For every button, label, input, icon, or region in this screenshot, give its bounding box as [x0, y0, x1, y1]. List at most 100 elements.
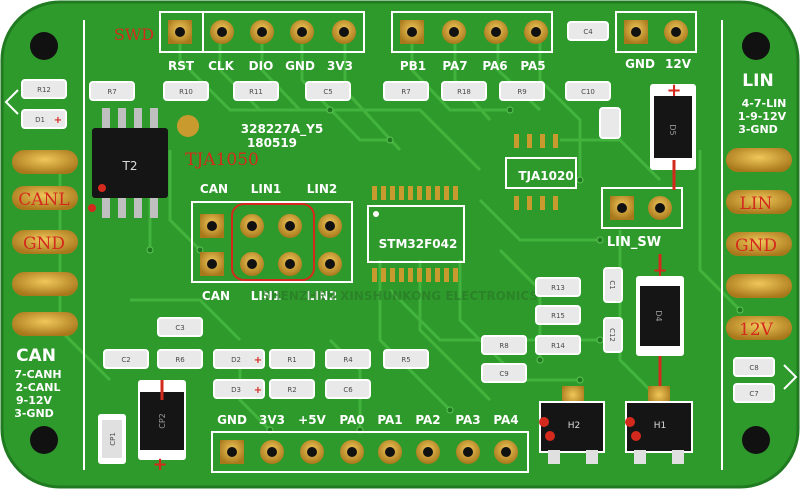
c5-label: C5 — [323, 88, 332, 96]
r2-label: R2 — [287, 386, 296, 394]
cp-capacitors: + — [98, 380, 186, 475]
lin-sw-label: LIN_SW — [607, 235, 661, 250]
bottom-pin-pa3: PA3 — [455, 413, 480, 427]
cp1-label: CP1 — [109, 432, 117, 446]
swd-pin-gnd: GND — [285, 59, 315, 73]
bottom-header-labels: GND 3V3 +5V PA0 PA1 PA2 PA3 PA4 — [217, 413, 519, 427]
can-pinout-1: 7-CANH — [14, 368, 61, 381]
h1-regulator — [625, 386, 693, 464]
smd-components-right — [603, 267, 623, 353]
bottom-pin-pa0: PA0 — [339, 413, 364, 427]
r7-label-left: R7 — [107, 88, 116, 96]
right-arrow-icon — [783, 364, 798, 390]
power-pin-gnd: GND — [625, 57, 655, 71]
gpio-pin-pa6: PA6 — [482, 59, 507, 73]
d1-label: D1 — [35, 116, 45, 124]
bottom-header-pads — [220, 440, 518, 464]
r15-label: R15 — [551, 312, 565, 320]
r9-label: R9 — [517, 88, 526, 96]
lin-sw-outline — [601, 187, 683, 229]
gpio-pin-pa5: PA5 — [520, 59, 545, 73]
bottom-pin-5v: +5V — [298, 413, 326, 427]
c3-label: C3 — [175, 324, 184, 332]
h2-label: H2 — [568, 421, 581, 431]
jumper-top-lin2: LIN2 — [307, 182, 338, 196]
c2-label: C2 — [121, 356, 130, 364]
left-edge-pads — [12, 150, 78, 336]
bottom-header-outline — [211, 431, 529, 473]
board-id-line2: 180519 — [247, 136, 297, 150]
r6-label: R6 — [175, 356, 185, 364]
swd-header-pads — [168, 20, 356, 44]
svg-text:+: + — [152, 454, 167, 475]
lin-pinout-3: 3-GND — [738, 123, 778, 136]
r11-label: R11 — [249, 88, 263, 96]
tja1020-footprint — [505, 134, 577, 210]
d5-label: D5 — [668, 124, 677, 135]
swd-pin-rst: RST — [168, 59, 195, 73]
c6-label: C6 — [343, 386, 353, 394]
power-header-pads — [624, 20, 688, 44]
bottom-pin-pa4: PA4 — [493, 413, 518, 427]
swd-pin-clk: CLK — [208, 59, 234, 73]
d3-polarity-icon: + — [254, 385, 262, 396]
board-id-line1: 328227A_Y5 — [241, 122, 323, 137]
can-pinout-3: 9-12V — [16, 394, 53, 407]
bottom-pin-gnd: GND — [217, 413, 247, 427]
d3-label: D3 — [231, 386, 241, 394]
gpio-pin-pb1: PB1 — [400, 59, 426, 73]
jumper-highlight — [231, 203, 315, 281]
r12-label: R12 — [37, 86, 51, 94]
r5-label: R5 — [401, 356, 410, 364]
d4-label: D4 — [654, 310, 663, 321]
r1-label: R1 — [287, 356, 296, 364]
h2-regulator — [539, 386, 605, 464]
d1-polarity-icon: + — [54, 115, 62, 126]
smd-components-far-right — [733, 357, 775, 403]
gpio-header-outline — [391, 11, 553, 53]
c7-label: C7 — [749, 390, 758, 398]
jumper-pins — [200, 214, 342, 276]
r18-label: R18 — [457, 88, 471, 96]
jumper-top-can: CAN — [200, 182, 228, 196]
tja1050-label: TJA1050 — [185, 150, 259, 170]
svg-text:+: + — [666, 80, 681, 101]
c10-label: C10 — [581, 88, 595, 96]
svg-text:+: + — [652, 260, 667, 281]
smd-components-middle — [481, 277, 581, 383]
jumper-bottom-lin2: LIN2 — [307, 289, 338, 303]
lin-sw-pads — [610, 196, 672, 220]
jumper-bottom-lin1: LIN1 — [251, 289, 282, 303]
c9-label: C9 — [499, 370, 508, 378]
swd-header-outline — [159, 11, 365, 53]
gnd-pad-label-right: GND — [735, 236, 777, 256]
power-header-outline — [615, 11, 697, 53]
c8-label: C8 — [749, 364, 758, 372]
jumper-bottom-can: CAN — [202, 289, 230, 303]
bottom-pin-pa2: PA2 — [415, 413, 440, 427]
stm32-footprint — [367, 186, 465, 282]
swd-pin-dio: DIO — [249, 59, 274, 73]
c1-label: C1 — [608, 280, 616, 289]
t2-chip — [88, 108, 168, 218]
c12-label: C12 — [608, 328, 616, 342]
d5-diode: + — [650, 80, 696, 190]
r7-label-right: R7 — [401, 88, 410, 96]
tja1020-label: TJA1020 — [518, 169, 573, 183]
stm32-label: STM32F042 — [379, 237, 458, 251]
d4-diode: + — [636, 254, 684, 386]
gpio-pin-pa7: PA7 — [442, 59, 467, 73]
can-title: CAN — [16, 346, 56, 366]
smd-components-top: R12 D1 R7 R10 R11 C5 R7 R18 R9 C10 C4 — [21, 21, 621, 139]
left-arrow-icon — [4, 89, 19, 115]
lin-pad-label: LIN — [740, 194, 773, 214]
t2-label: T2 — [122, 159, 138, 173]
right-edge-pads — [726, 148, 792, 340]
lin-pinout-2: 1-9-12V — [738, 110, 787, 123]
smd-components-lower-left — [103, 317, 429, 399]
mounting-holes — [30, 32, 770, 454]
bottom-pin-3v3: 3V3 — [259, 413, 285, 427]
can-pinout-4: 3-GND — [14, 407, 54, 420]
bottom-pin-pa1: PA1 — [377, 413, 402, 427]
